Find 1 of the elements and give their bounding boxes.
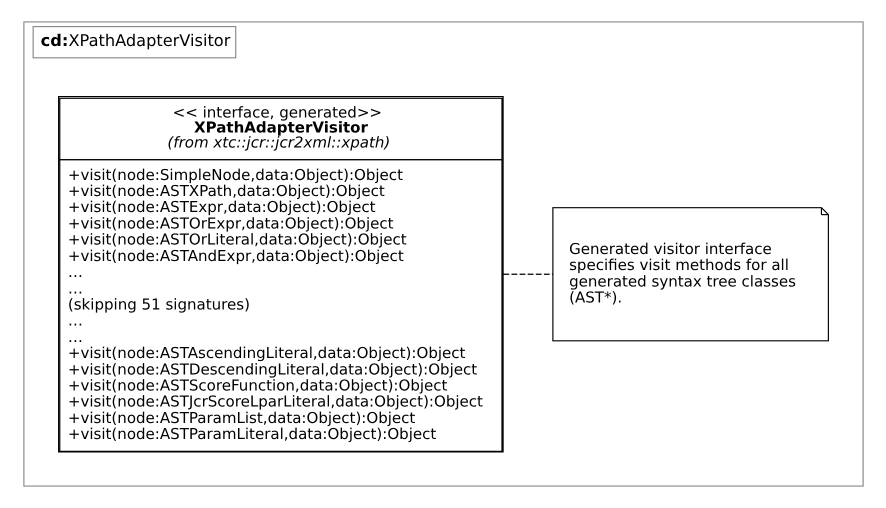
connector — [502, 274, 552, 275]
